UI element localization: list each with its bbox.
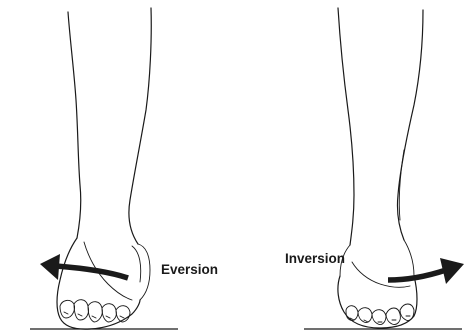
right-leg-outline: [338, 8, 354, 245]
inversion-label: Inversion: [285, 251, 345, 266]
eversion-arrow: [40, 254, 128, 280]
right-toes: [346, 304, 414, 325]
right-leg-inner-contour: [399, 150, 404, 220]
eversion-label: Eversion: [161, 262, 218, 277]
inversion-arrow: [388, 258, 464, 284]
left-leg-outline-right: [129, 8, 151, 244]
left-foot-outline: [57, 238, 140, 329]
left-toes: [60, 300, 130, 322]
right-ankle-contour-right: [404, 240, 414, 276]
left-ankle-contour-inner: [132, 246, 141, 282]
left-foot-eversion: Eversion: [30, 8, 218, 329]
right-foot-dorsum: [352, 262, 410, 287]
left-leg-outline: [68, 12, 81, 238]
right-foot-inversion: Inversion: [285, 8, 464, 329]
left-ankle-contour: [138, 244, 150, 300]
right-leg-outline-right: [397, 10, 423, 240]
